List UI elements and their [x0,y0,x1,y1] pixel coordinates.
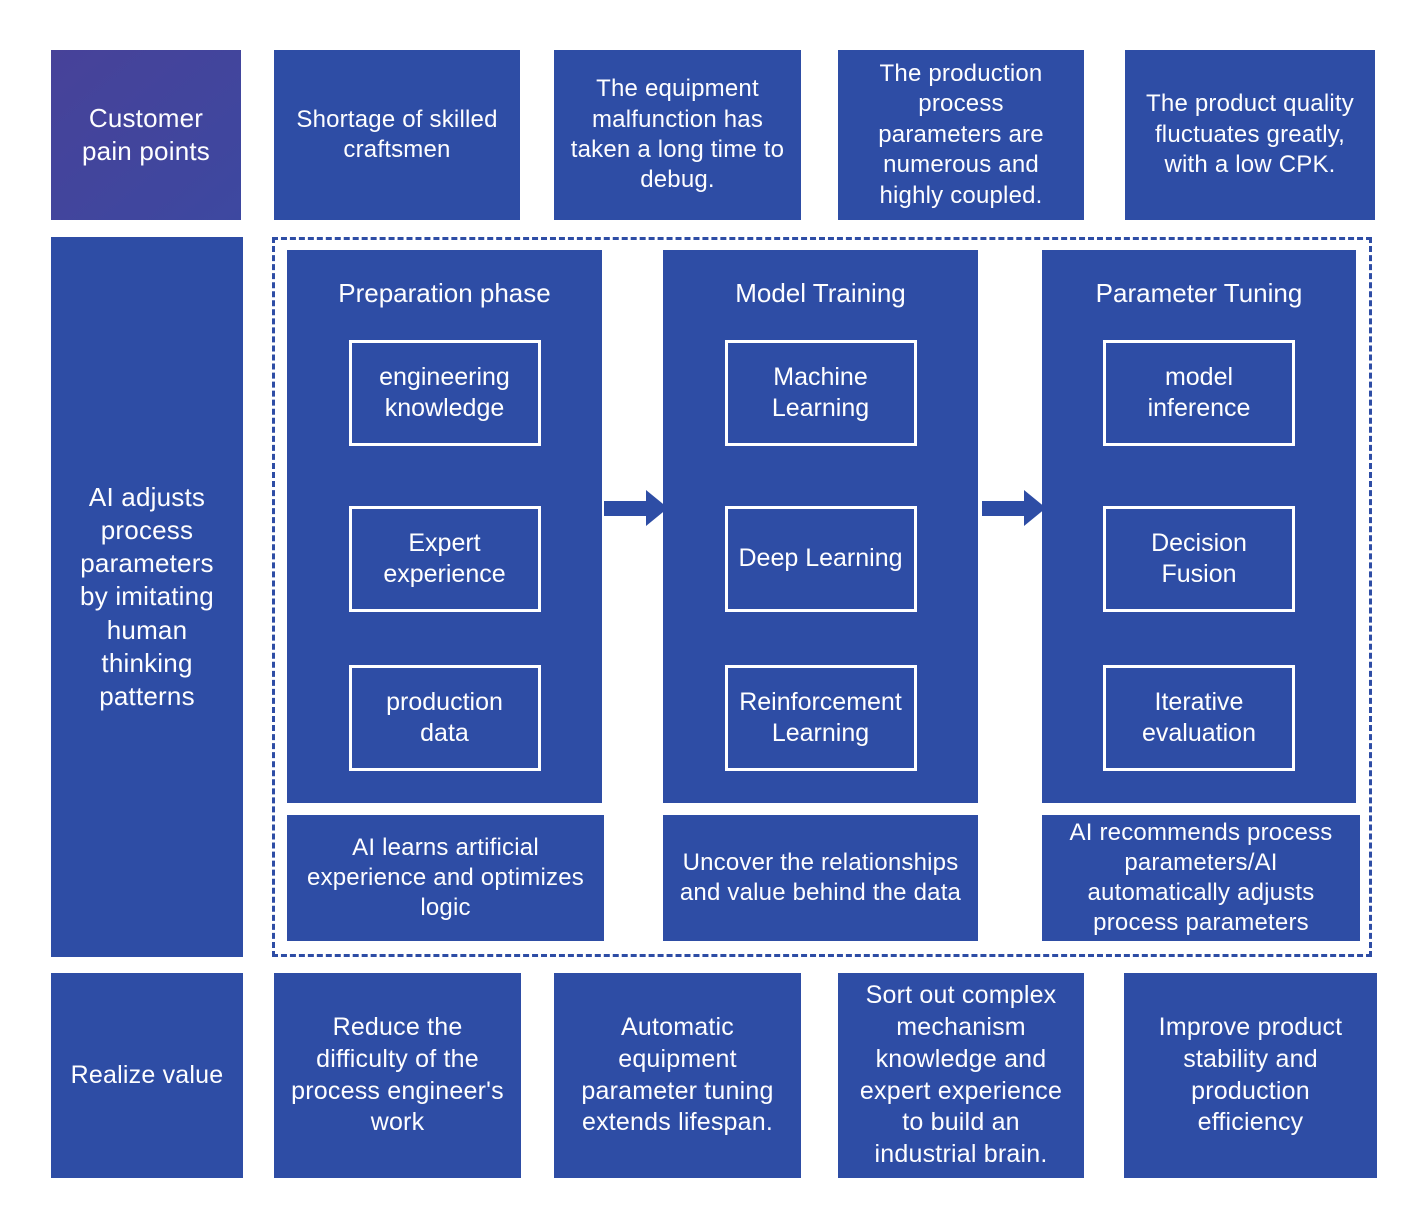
arrow-right-icon [604,490,668,526]
arrow-shaft [604,500,646,516]
engineering-knowledge-box: engineering knowledge [348,340,541,446]
value-card: Automatic equipment parameter tuning ext… [554,973,801,1178]
value-card: Reduce the difficulty of the process eng… [274,973,521,1178]
pain-point-card: The product quality fluctuates greatly, … [1125,50,1375,220]
model-training-caption: Uncover the relationships and value behi… [663,815,978,941]
preparation-caption: AI learns artificial experience and opti… [287,815,604,941]
column-title: Parameter Tuning [1095,278,1303,308]
pain-point-card: The production process parameters are nu… [838,50,1084,220]
customer-pain-points-label: Customer pain points [51,50,241,220]
parameter-tuning-column: Parameter Tuning model inference Decisio… [1042,250,1356,803]
parameter-tuning-caption: AI recommends process parameters/AI auto… [1042,815,1360,941]
model-training-column: Model Training Machine Learning Deep Lea… [663,250,978,803]
production-data-box: production data [348,665,541,771]
deep-learning-box: Deep Learning [724,506,917,612]
value-card: Improve product stability and production… [1124,973,1377,1178]
preparation-phase-column: Preparation phase engineering knowledge … [287,250,602,803]
value-card: Sort out complex mechanism knowledge and… [838,973,1084,1178]
pain-point-card: Shortage of skilled craftsmen [274,50,520,220]
machine-learning-box: Machine Learning [724,340,917,446]
arrow-right-icon [982,490,1046,526]
arrow-shaft [982,500,1024,516]
column-title: Preparation phase [338,278,551,308]
decision-fusion-box: Decision Fusion [1103,506,1295,612]
iterative-evaluation-box: Iterative evaluation [1103,665,1295,771]
arrow-head [1024,490,1046,526]
realize-value-label: Realize value [51,973,243,1178]
model-inference-box: model inference [1103,340,1295,446]
reinforcement-learning-box: Reinforcement Learning [724,665,917,771]
ai-process-dashed-container [272,237,1372,957]
ai-adjusts-process-label: AI adjusts process parameters by imitati… [51,237,243,957]
expert-experience-box: Expert experience [348,506,541,612]
column-title: Model Training [735,278,906,308]
pain-point-card: The equipment malfunction has taken a lo… [554,50,801,220]
arrow-head [646,490,668,526]
